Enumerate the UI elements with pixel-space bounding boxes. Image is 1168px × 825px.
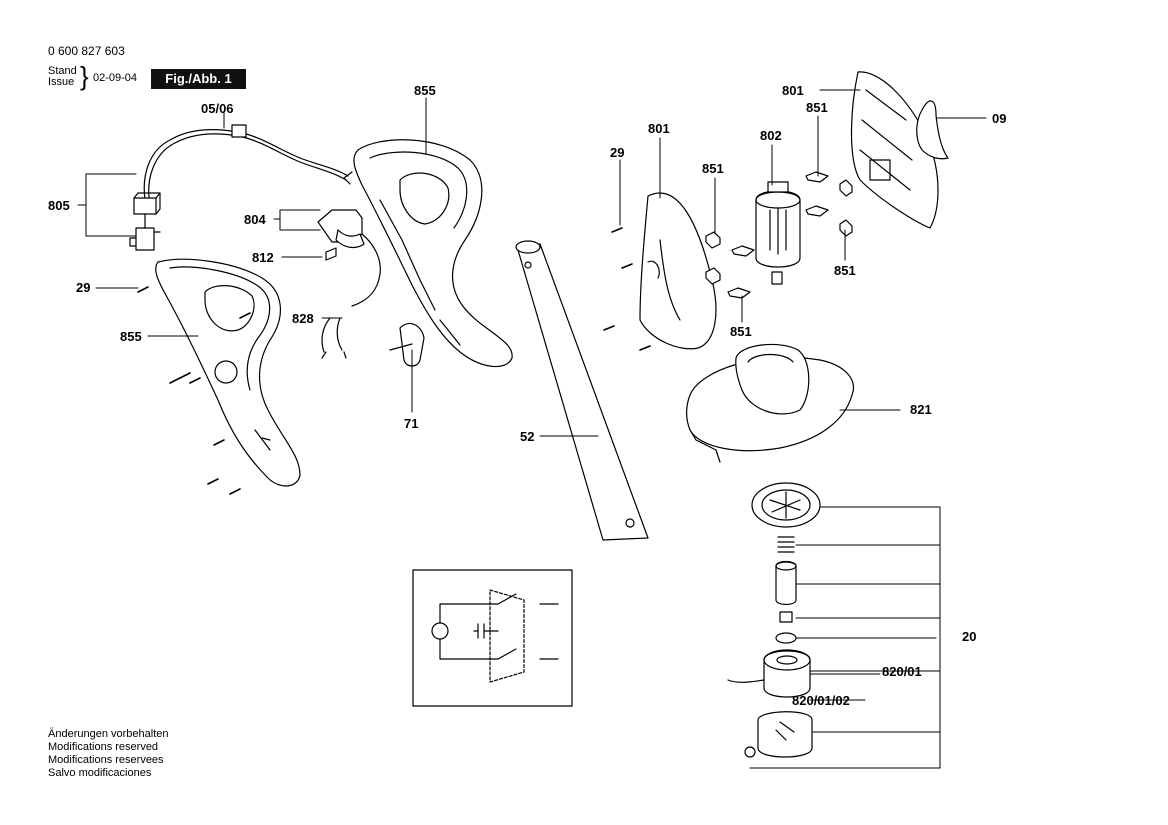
callout-29-mid: 29 (610, 145, 624, 160)
callout-820-01: 820/01 (882, 664, 922, 679)
shaft-tube-drawing (515, 240, 649, 541)
footer-line-es: Salvo modificaciones (48, 767, 152, 779)
housing-half-right-drawing (353, 139, 513, 368)
part-number: 0 600 827 603 (48, 44, 125, 58)
stand-issue-labels: Stand Issue (48, 66, 77, 88)
screws-middle-drawing (603, 227, 651, 351)
callout-855-left: 855 (120, 329, 142, 344)
callout-802: 802 (760, 128, 782, 143)
leader-lines (77, 89, 987, 769)
callout-812: 812 (252, 250, 274, 265)
callout-828: 828 (292, 311, 314, 326)
guard-821-drawing (686, 343, 854, 463)
motor-housing-drawing (850, 71, 939, 229)
footer-notice: Änderungen vorbehalten Modifications res… (48, 728, 168, 780)
spool-assembly-drawing (727, 482, 821, 758)
housing-half-left-drawing (155, 258, 301, 487)
callout-851-b: 851 (806, 100, 828, 115)
guard-09-drawing (916, 100, 949, 160)
stand-label: Stand (48, 65, 77, 77)
footer-line-fr: Modifications reservees (48, 754, 164, 766)
issue-date: 02-09-04 (93, 72, 138, 84)
callout-801-cover: 801 (648, 121, 670, 136)
callout-851-c: 851 (834, 263, 856, 278)
callout-821: 821 (910, 402, 932, 417)
callout-52: 52 (520, 429, 534, 444)
issue-label: Issue (48, 76, 75, 88)
callout-855-top: 855 (414, 83, 436, 98)
footer-line-en: Modifications reserved (48, 741, 159, 753)
callout-804: 804 (244, 212, 266, 227)
switch-drawing (317, 209, 381, 359)
callout-851-a: 851 (702, 161, 724, 176)
callout-820-01-02: 820/01/02 (792, 693, 850, 708)
cord-strain-relief-drawing (129, 192, 161, 251)
callout-29-left: 29 (76, 280, 90, 295)
motor-drawing (755, 181, 801, 285)
carbon-brushes-drawing (705, 171, 853, 299)
motor-cover-drawing (639, 192, 717, 350)
callout-851-d: 851 (730, 324, 752, 339)
callout-71: 71 (404, 416, 418, 431)
figure-badge: Fig./Abb. 1 (151, 69, 246, 89)
callout-05-06: 05/06 (201, 101, 234, 116)
callout-805: 805 (48, 198, 70, 213)
callout-09: 09 (992, 111, 1006, 126)
wiring-schematic-drawing (412, 569, 573, 707)
footer-line-de: Änderungen vorbehalten (48, 728, 169, 740)
power-cord-drawing (143, 124, 353, 206)
callout-20: 20 (962, 629, 976, 644)
callout-801-housing: 801 (782, 83, 804, 98)
brace-symbol: } (80, 61, 89, 91)
screws-left-drawing (137, 286, 251, 495)
cable-clip-drawing (389, 323, 425, 367)
